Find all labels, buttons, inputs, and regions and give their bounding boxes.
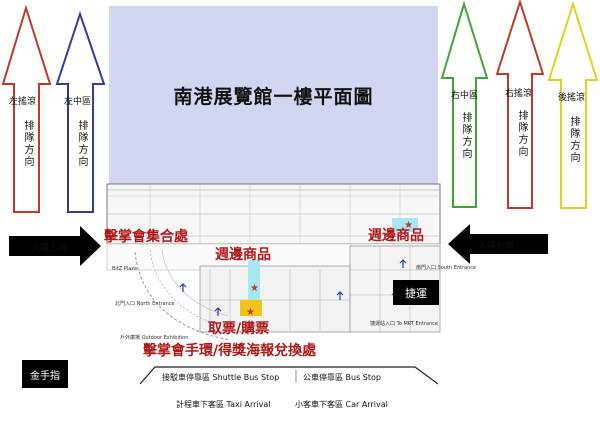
merch-zone-center: [248, 260, 260, 300]
title-panel: 南港展覽館一樓平面圖: [109, 6, 438, 184]
zone-label-left-rock: 左搖滾: [9, 97, 37, 107]
mrt-entrance-text: 捷運站入口 To MRT Entrance: [370, 321, 438, 327]
queue-direction-label: 排隊方向: [516, 110, 527, 158]
map-title: 南港展覽館一樓平面圖: [173, 85, 374, 108]
queue-direction-label: 排隊方向: [568, 116, 579, 164]
entry-label-right: 入場方向: [478, 242, 515, 252]
queue-direction-label: 排隊方向: [76, 120, 87, 168]
queue-arrow-back-rock: [547, 0, 599, 209]
meetup-label: 擊掌會集合處: [104, 229, 188, 245]
shuttle-stop-label: 接駁車停靠區 Shuttle Bus Stop: [162, 373, 280, 382]
zone-label-right-rock: 右搖滾: [505, 89, 533, 99]
zone-label-left-mid: 左中區: [64, 97, 92, 107]
queue-arrow-left-rock: [1, 4, 52, 213]
merch-label-center: 週邊商品: [215, 247, 271, 263]
bitz-plaza-text: BitZ Plaza: [112, 266, 137, 272]
star-marker: ★: [246, 307, 255, 318]
tickets-label: 取票/購票: [208, 321, 270, 337]
wristband-label: 擊掌會手環/得獎海報兌換處: [143, 343, 317, 359]
road-outline: [139, 366, 439, 385]
star-marker: ★: [404, 220, 413, 231]
queue-direction-label: 排隊方向: [460, 112, 471, 160]
north-entrance-text: 北門入口 North Entrance: [115, 301, 175, 307]
queue-arrow-right-mid: [440, 0, 489, 208]
entry-arrow-left: [9, 226, 101, 266]
entry-label-left: 入場方向: [31, 244, 68, 254]
zone-label-back-rock: 後搖滾: [558, 93, 586, 103]
zone-label-right-mid: 右中區: [451, 91, 479, 101]
merch-zone-right: [392, 218, 418, 232]
queue-arrow-left-mid: [55, 10, 106, 213]
ticket-booth-zone: [240, 300, 262, 316]
taxi-arrival-label: 計程車下客區 Taxi Arrival: [176, 400, 271, 409]
queue-arrow-right-rock: [495, 0, 545, 209]
mrt-box: 捷運: [393, 280, 439, 305]
golden-finger-box: 金手指: [22, 360, 68, 388]
outdoor-text: 戶外廣場 Outdoor Exhibition: [120, 335, 189, 341]
entry-arrow-right: [448, 224, 548, 264]
bus-stop-label: 公車停靠區 Bus Stop: [303, 373, 381, 382]
car-arrival-label: 小客車下客區 Car Arrival: [295, 400, 388, 409]
merch-label-right: 週邊商品: [368, 228, 424, 244]
queue-direction-label: 排隊方向: [22, 120, 33, 168]
south-entrance-text: 南門入口 South Entrance: [416, 265, 477, 271]
outdoor-plaza: [134, 251, 231, 341]
star-marker: ★: [250, 283, 259, 294]
